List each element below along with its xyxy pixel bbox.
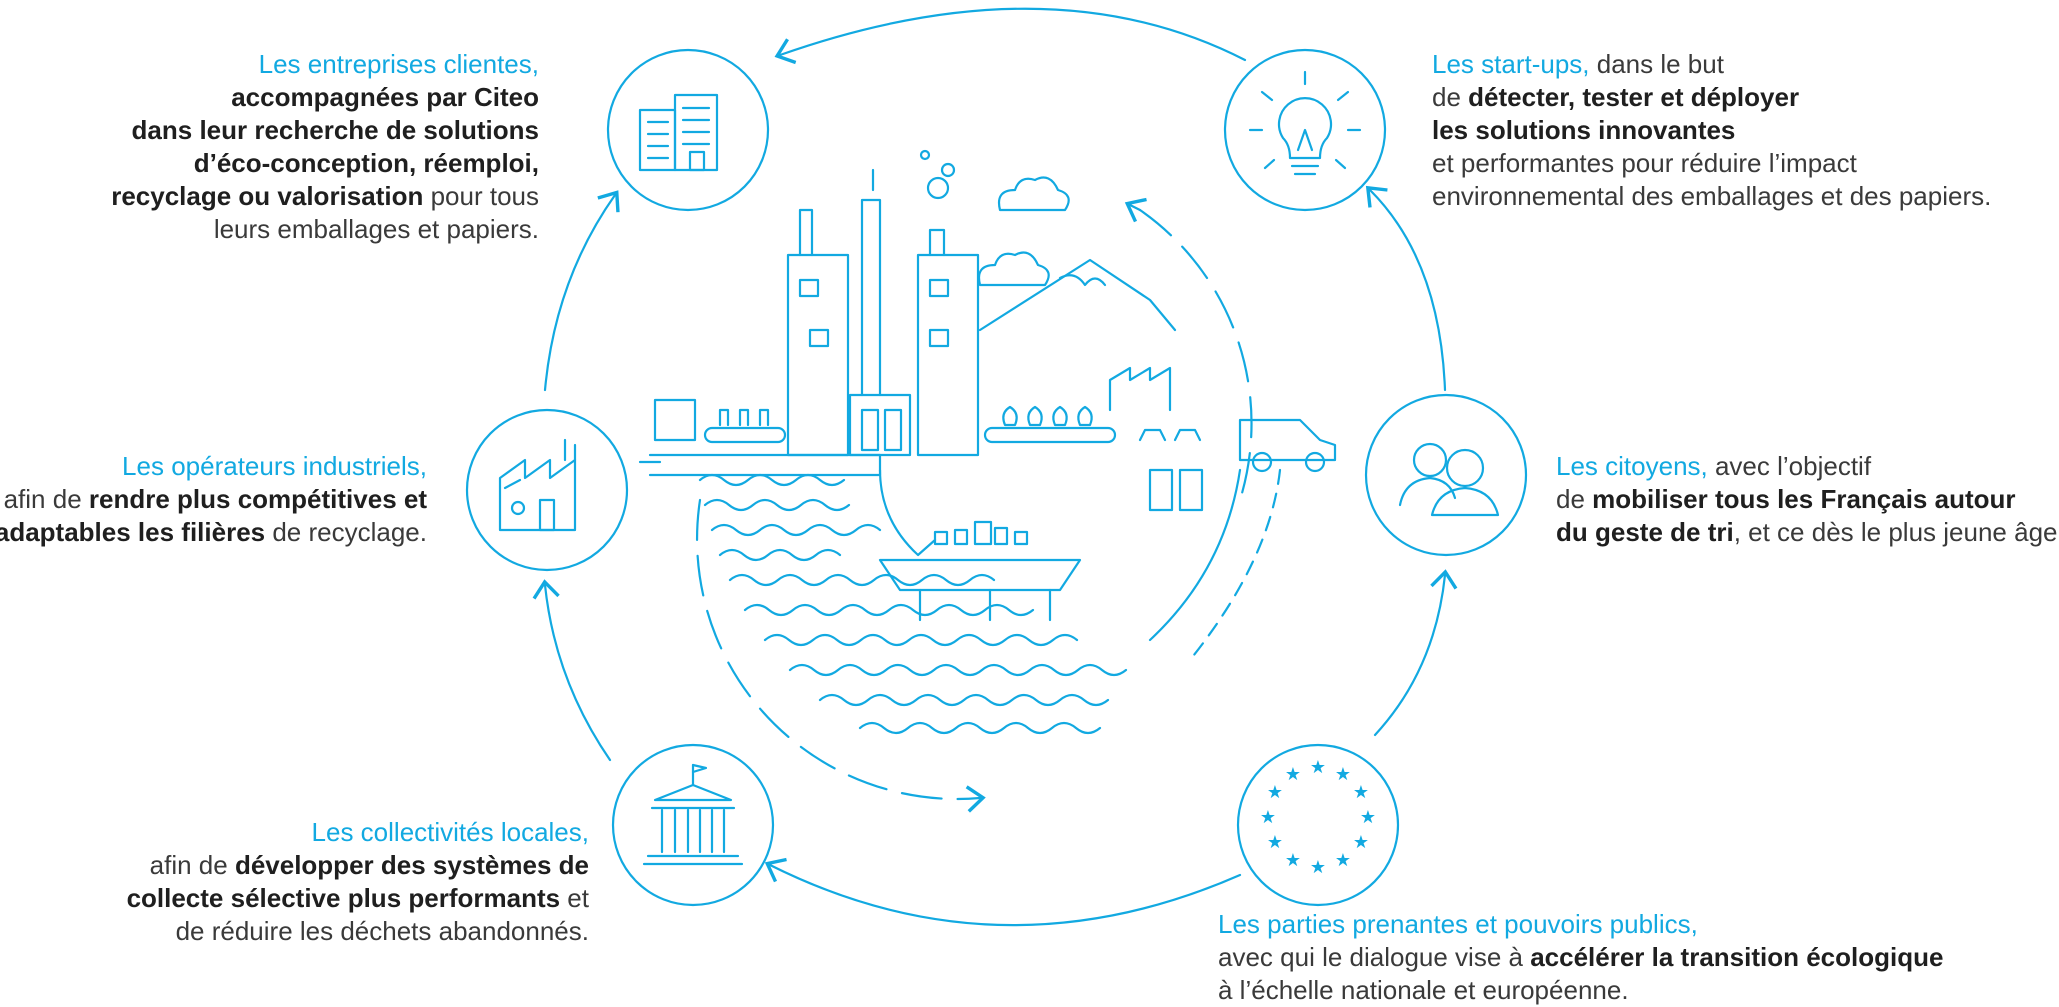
arrow-startups-to-entreprises <box>774 7 1247 65</box>
node-operateurs-circle <box>465 408 629 572</box>
collectivites-text: Les collectivités locales, afin de dével… <box>127 816 589 948</box>
node-startups-circle <box>1223 48 1387 212</box>
operateurs-line1-pre: afin de <box>3 484 89 514</box>
town-hall-icon <box>642 763 744 866</box>
citoyens-line2-rest: , et ce dès le plus jeune âge. <box>1733 517 2059 547</box>
node-collectivites-circle <box>611 743 775 907</box>
collectivites-line1-pre: afin de <box>149 850 235 880</box>
startups-line1-pre: de <box>1432 82 1469 112</box>
entreprises-line3: d’éco-conception, réemploi, <box>193 148 539 178</box>
entreprises-line1: accompagnées par Citeo <box>231 82 539 112</box>
startups-heading: Les start-ups, <box>1432 49 1590 79</box>
entreprises-line5: leurs emballages et papiers. <box>213 214 539 244</box>
citoyens-line1-strong: mobiliser tous les Français autour <box>1592 484 2016 514</box>
svg-text:★: ★ <box>1267 832 1283 853</box>
entreprises-line4-rest: pour tous <box>423 181 539 211</box>
entreprises-heading: Les entreprises clientes, <box>258 49 539 79</box>
svg-text:★: ★ <box>1360 807 1376 828</box>
collectivites-heading: Les collectivités locales, <box>311 817 589 847</box>
citoyens-line2-strong: du geste de tri <box>1556 517 1734 547</box>
svg-text:★: ★ <box>1335 764 1351 785</box>
entreprises-line4-strong: recyclage ou valorisation <box>111 181 424 211</box>
entreprises-line2: dans leur recherche de solutions <box>131 115 539 145</box>
people-icon <box>1398 442 1500 517</box>
sea-waves <box>698 473 1128 735</box>
factory-icon <box>498 438 577 532</box>
startups-heading-rest: dans le but <box>1589 49 1724 79</box>
svg-text:★: ★ <box>1353 782 1369 803</box>
operateurs-line1-strong: rendre plus compétitives et <box>88 484 427 514</box>
entreprises-text: Les entreprises clientes, accompagnées p… <box>111 48 539 246</box>
svg-text:★: ★ <box>1285 850 1301 871</box>
startups-text: Les start-ups, dans le but de détecter, … <box>1432 48 1991 213</box>
svg-text:★: ★ <box>1335 850 1351 871</box>
operateurs-line2-rest: de recyclage. <box>265 517 427 547</box>
collectivites-line1-strong: développer des systèmes de <box>234 850 589 880</box>
parties-line1-strong: accélérer la transition écologique <box>1530 942 1944 972</box>
parties-line2: à l’échelle nationale et européenne. <box>1218 975 1629 1005</box>
startups-line4: environnemental des emballages et des pa… <box>1432 181 1992 211</box>
operateurs-line2-strong: adaptables les filières <box>0 517 266 547</box>
node-entreprises-circle <box>606 48 770 212</box>
citoyens-text: Les citoyens, avec l’objectif de mobilis… <box>1556 450 2059 549</box>
node-parties-circle <box>1236 743 1400 907</box>
citoyens-heading-rest: avec l’objectif <box>1707 451 1872 481</box>
lightbulb-icon <box>1248 70 1362 176</box>
svg-text:★: ★ <box>1353 832 1369 853</box>
arrow-parties-to-citoyens <box>1373 569 1458 737</box>
arrow-parties-to-collectivites <box>764 857 1242 927</box>
startups-line2: les solutions innovantes <box>1432 115 1736 145</box>
svg-text:★: ★ <box>1260 807 1276 828</box>
arrow-citoyens-to-startups <box>1365 185 1447 392</box>
startups-line3: et performantes pour réduire l’impact <box>1432 148 1857 178</box>
citoyens-line1-pre: de <box>1556 484 1593 514</box>
operateurs-text: Les opérateurs industriels, afin de rend… <box>0 450 427 549</box>
arrow-collectivites-to-operateurs <box>532 579 612 762</box>
office-building-icon <box>638 93 719 172</box>
node-citoyens-circle <box>1364 393 1528 557</box>
parties-text: Les parties prenantes et pouvoirs public… <box>1218 908 1943 1007</box>
svg-text:★: ★ <box>1267 782 1283 803</box>
eu-stars-icon: ★ ★ ★ ★ ★ ★ ★ ★ ★ ★ ★ ★ <box>1260 757 1376 878</box>
arrow-operateurs-to-entreprises <box>543 190 620 392</box>
operateurs-heading: Les opérateurs industriels, <box>122 451 427 481</box>
citoyens-heading: Les citoyens, <box>1556 451 1708 481</box>
collectivites-line2-strong: collecte sélective plus performants <box>126 883 561 913</box>
startups-line1-strong: détecter, tester et déployer <box>1468 82 1800 112</box>
recycling-ecosystem-illustration <box>638 149 1337 813</box>
collectivites-line2-rest: et <box>560 883 589 913</box>
parties-heading: Les parties prenantes et pouvoirs public… <box>1218 909 1698 939</box>
svg-text:★: ★ <box>1310 857 1326 878</box>
collectivites-line3: de réduire les déchets abandonnés. <box>175 916 589 946</box>
parties-line1-pre: avec qui le dialogue vise à <box>1218 942 1531 972</box>
svg-text:★: ★ <box>1285 764 1301 785</box>
svg-text:★: ★ <box>1310 757 1326 778</box>
